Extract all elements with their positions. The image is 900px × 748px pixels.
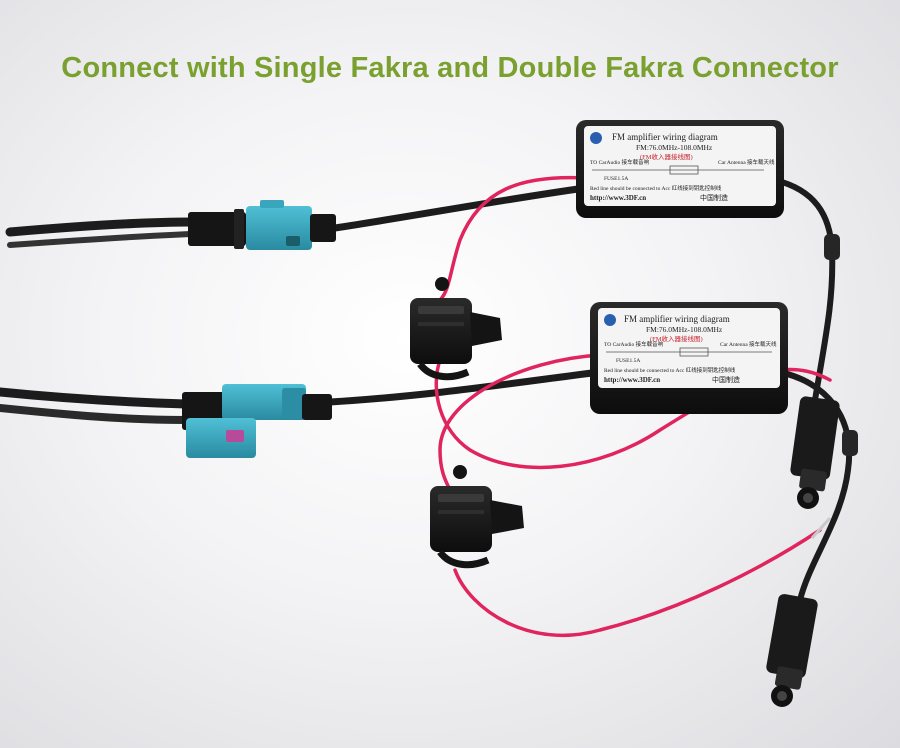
male-connector-top [790,396,840,509]
amp-red-note: (FM收入器接线图) [640,152,693,161]
amp-url: http://www.3DF.cn [590,194,646,202]
amp-heading: FM amplifier wiring diagram [624,314,730,324]
black-cables [0,177,853,603]
fm-amplifier-top: FM amplifier wiring diagram FM:76.0MHz-1… [576,120,784,218]
amp-made-in: 中国制造 [700,193,728,202]
fuse-holder-top [410,277,502,381]
amp-acc-line: Red line should be connected to Acc 红线接到… [604,366,736,374]
single-fakra-connector [188,200,336,250]
logo-icon [604,314,616,326]
amp-url: http://www.3DF.cn [604,376,660,384]
fuse-holder-bottom [430,465,524,569]
male-connector-bottom [766,594,818,707]
amp-heading: FM amplifier wiring diagram [612,132,718,142]
logo-icon [590,132,602,144]
ferrite-bead [842,430,858,456]
amp-to-car-audio: TO CarAudio 接车载音响 [590,158,650,166]
double-fakra-connector [182,384,332,458]
amp-car-antenna: Car Antenna 接车载天线 [720,340,777,348]
amp-made-in: 中国制造 [712,375,740,384]
amp-fuse: FUSE1.5A [616,358,640,364]
page-title: Connect with Single Fakra and Double Fak… [61,52,839,84]
amp-red-note: (FM收入器接线图) [650,334,703,343]
bare-wire-end [810,516,832,540]
ferrite-bead [824,234,840,260]
amp-range: FM:76.0MHz-108.0MHz [646,325,723,334]
amp-car-antenna: Car Antenna 接车载天线 [718,158,775,166]
amp-acc-line: Red line should be connected to Acc 红线接到… [590,184,722,192]
amp-range: FM:76.0MHz-108.0MHz [636,143,713,152]
amp-to-car-audio: TO CarAudio 接车载音响 [604,340,664,348]
amp-fuse: FUSE1.5A [604,176,628,182]
fm-amplifier-bottom: FM amplifier wiring diagram FM:76.0MHz-1… [590,302,788,414]
